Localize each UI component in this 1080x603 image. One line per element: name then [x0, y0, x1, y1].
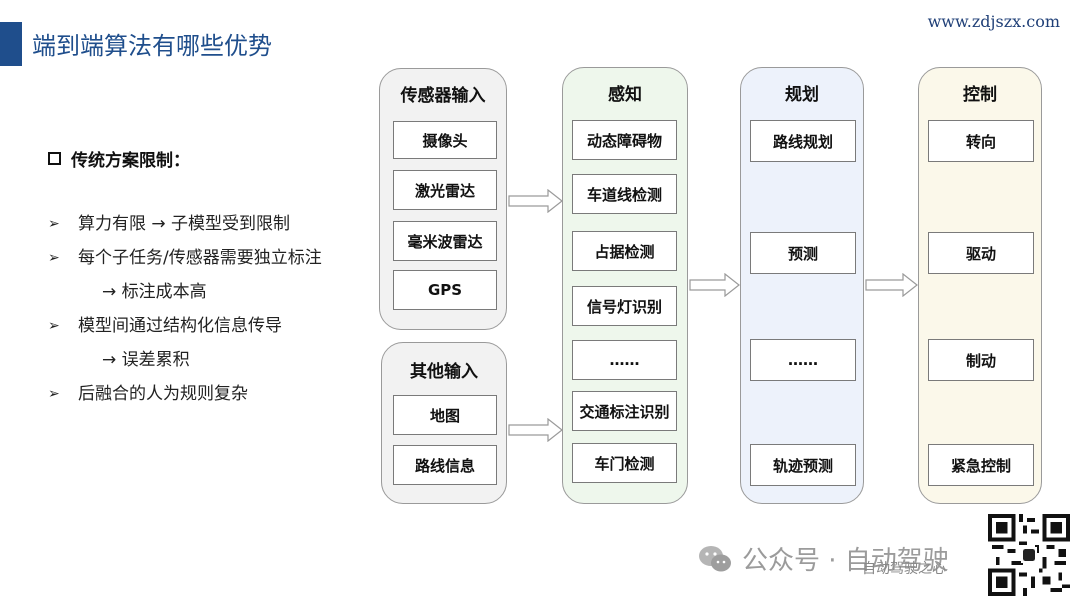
- diagram-box: 制动: [928, 339, 1034, 381]
- watermark-subtext: 自动驾驶之心: [862, 561, 946, 577]
- bullet-text: 每个子任务/传感器需要独立标注: [78, 248, 322, 268]
- diagram-box: 路线规划: [750, 120, 856, 162]
- bullet-item: ➢ 模型间通过结构化信息传导: [48, 309, 322, 343]
- diagram-box: 摄像头: [393, 121, 497, 159]
- arrow-bullet-icon: ➢: [48, 318, 60, 334]
- square-bullet-icon: [48, 152, 61, 165]
- bullet-heading-text: 传统方案限制：: [71, 151, 190, 171]
- column-title: 规划: [785, 85, 819, 105]
- diagram-box: ……: [572, 340, 677, 380]
- diagram-box: GPS: [393, 270, 497, 310]
- bullet-text: 算力有限 → 子模型受到限制: [78, 214, 291, 234]
- control-column: 控制 转向 驱动 制动 紧急控制: [918, 67, 1042, 504]
- flow-arrow-icon: [689, 273, 740, 297]
- diagram-box: 地图: [393, 395, 497, 435]
- column-title: 控制: [963, 85, 997, 105]
- bullet-text: 后融合的人为规则复杂: [78, 384, 248, 404]
- diagram-box: 信号灯识别: [572, 286, 677, 326]
- bullet-list: 传统方案限制： ➢ 算力有限 → 子模型受到限制 ➢ 每个子任务/传感器需要独立…: [48, 146, 322, 411]
- bullet-text: 模型间通过结构化信息传导: [78, 316, 282, 336]
- flow-arrow-icon: [865, 273, 918, 297]
- bullet-heading: 传统方案限制：: [48, 146, 322, 171]
- diagram-box: 驱动: [928, 232, 1034, 274]
- diagram-box: 交通标注识别: [572, 391, 677, 431]
- other-input-column: 其他输入 地图 路线信息: [381, 342, 507, 504]
- flow-arrow-icon: [508, 189, 563, 213]
- diagram-box: ……: [750, 339, 856, 381]
- bullet-continuation: → 误差累积: [102, 350, 190, 370]
- diagram-box: 紧急控制: [928, 444, 1034, 486]
- website-url: www.zdjszx.com: [927, 12, 1060, 31]
- column-title: 传感器输入: [400, 86, 486, 106]
- page-title: 端到端算法有哪些优势: [32, 32, 272, 60]
- bullet-item: ➢ 算力有限 → 子模型受到限制: [48, 207, 322, 241]
- bullet-item: ➢ 后融合的人为规则复杂: [48, 377, 322, 411]
- bullet-continuation: → 标注成本高: [102, 282, 207, 302]
- diagram-box: 路线信息: [393, 445, 497, 485]
- column-title: 其他输入: [410, 362, 478, 382]
- wechat-icon: [699, 545, 731, 571]
- bullet-item: ➢ 每个子任务/传感器需要独立标注: [48, 241, 322, 275]
- qr-code-icon: [988, 514, 1070, 596]
- diagram-box: 轨迹预测: [750, 444, 856, 486]
- arrow-bullet-icon: ➢: [48, 216, 60, 232]
- diagram-box: 激光雷达: [393, 170, 497, 210]
- planning-column: 规划 路线规划 预测 …… 轨迹预测: [740, 67, 864, 504]
- perception-column: 感知 动态障碍物 车道线检测 占据检测 信号灯识别 …… 交通标注识别 车门检测: [562, 67, 688, 504]
- diagram-box: 动态障碍物: [572, 120, 677, 160]
- arrow-bullet-icon: ➢: [48, 250, 60, 266]
- column-title: 感知: [608, 85, 642, 105]
- sensor-input-column: 传感器输入 摄像头 激光雷达 毫米波雷达 GPS: [379, 68, 507, 330]
- diagram-box: 占据检测: [572, 231, 677, 271]
- diagram-box: 预测: [750, 232, 856, 274]
- watermark-text: 公众号 · 自动驾驶: [742, 546, 949, 576]
- arrow-bullet-icon: ➢: [48, 386, 60, 402]
- watermark: 公众号 · 自动驾驶: [698, 540, 949, 577]
- diagram-box: 毫米波雷达: [393, 221, 497, 261]
- flow-arrow-icon: [508, 418, 563, 442]
- diagram-box: 车道线检测: [572, 174, 677, 214]
- title-accent-bar: [0, 22, 22, 66]
- diagram-box: 转向: [928, 120, 1034, 162]
- diagram-box: 车门检测: [572, 443, 677, 483]
